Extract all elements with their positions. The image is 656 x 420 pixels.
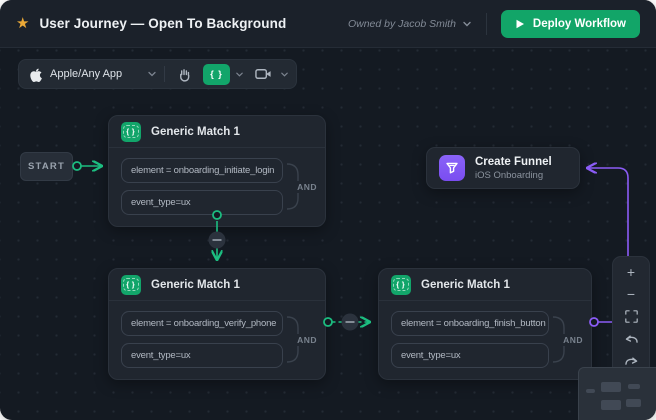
funnel-icon [439, 155, 465, 181]
braces-badge-icon: { } [391, 274, 411, 295]
workflow-canvas[interactable]: Apple/Any App { } [0, 48, 656, 420]
minimap-node [626, 399, 641, 407]
minimap-node [601, 400, 621, 410]
deploy-workflow-button[interactable]: Deploy Workflow [500, 9, 640, 38]
code-mode-chevron-down-icon[interactable] [235, 70, 244, 79]
header: ★ User Journey — Open To Background Owne… [0, 0, 656, 48]
favorite-star-icon[interactable]: ★ [16, 15, 30, 32]
node-title: Create Funnel [475, 155, 552, 168]
condition-pill[interactable]: event_type=ux [121, 190, 283, 215]
deploy-workflow-label: Deploy Workflow [532, 17, 626, 30]
braces-badge-icon: { } [121, 274, 141, 295]
fit-view-button[interactable] [618, 306, 644, 326]
start-node[interactable]: START [20, 152, 73, 181]
undo-button[interactable] [618, 328, 644, 348]
hand-icon [179, 68, 189, 82]
generic-match-node-1[interactable]: { } Generic Match 1 element = onboarding… [108, 115, 326, 227]
play-icon [516, 19, 524, 28]
and-operator: AND [283, 158, 319, 215]
and-operator: AND [549, 311, 585, 368]
pan-hand-button[interactable] [172, 63, 196, 85]
minimap[interactable] [578, 367, 656, 420]
and-operator-label: AND [296, 180, 318, 193]
generic-match-node-2[interactable]: { } Generic Match 1 element = onboarding… [108, 268, 326, 380]
and-operator: AND [283, 311, 319, 368]
and-operator-label: AND [562, 333, 584, 346]
condition-pill[interactable]: element = onboarding_finish_button [391, 311, 549, 336]
node-title: Generic Match 1 [151, 278, 240, 291]
header-divider [485, 12, 487, 35]
toolbar-divider [164, 66, 165, 82]
node-title: Generic Match 1 [151, 125, 240, 138]
owner-label: Owned by Jacob Smith [347, 17, 456, 30]
owner-chevron-down-icon[interactable] [462, 19, 472, 29]
condition-pill[interactable]: element = onboarding_initiate_login [121, 158, 283, 183]
app-selector-dropdown[interactable]: Apple/Any App [29, 67, 157, 82]
screen-record-button[interactable] [251, 63, 275, 85]
condition-pill[interactable]: event_type=ux [391, 343, 549, 368]
and-operator-label: AND [296, 333, 318, 346]
condition-pill[interactable]: element = onboarding_verify_phone [121, 311, 283, 336]
zoom-in-button[interactable]: + [618, 262, 644, 282]
edge-operator-remove-button[interactable] [208, 231, 226, 249]
port-start-out[interactable] [72, 161, 82, 171]
minimap-node [601, 382, 621, 392]
apple-icon [30, 68, 42, 82]
condition-pill[interactable]: event_type=ux [121, 343, 283, 368]
braces-badge-icon: { } [121, 121, 141, 142]
code-match-mode-button[interactable]: { } [203, 63, 230, 85]
edge-operator-remove-button[interactable] [341, 313, 359, 331]
zoom-out-button[interactable]: − [618, 284, 644, 304]
undo-arrow-icon [625, 335, 638, 343]
canvas-toolbar: Apple/Any App { } [18, 59, 297, 89]
node-subtitle: iOS Onboarding [475, 169, 544, 181]
record-chevron-down-icon[interactable] [280, 70, 289, 79]
app-selector-label: Apple/Any App [50, 68, 123, 80]
redo-button[interactable] [618, 350, 644, 370]
minimap-node [586, 389, 595, 393]
generic-match-node-3[interactable]: { } Generic Match 1 element = onboarding… [378, 268, 592, 380]
minimap-node [628, 384, 640, 389]
app-selector-chevron-down-icon [147, 69, 157, 79]
video-camera-icon [254, 69, 271, 79]
canvas-zoom-toolbar: + − [612, 256, 650, 376]
page-title: User Journey — Open To Background [39, 16, 287, 31]
fit-screen-icon [624, 309, 638, 323]
create-funnel-node[interactable]: Create Funnel iOS Onboarding [426, 147, 580, 189]
node-title: Generic Match 1 [421, 278, 510, 291]
redo-arrow-icon [624, 357, 637, 365]
